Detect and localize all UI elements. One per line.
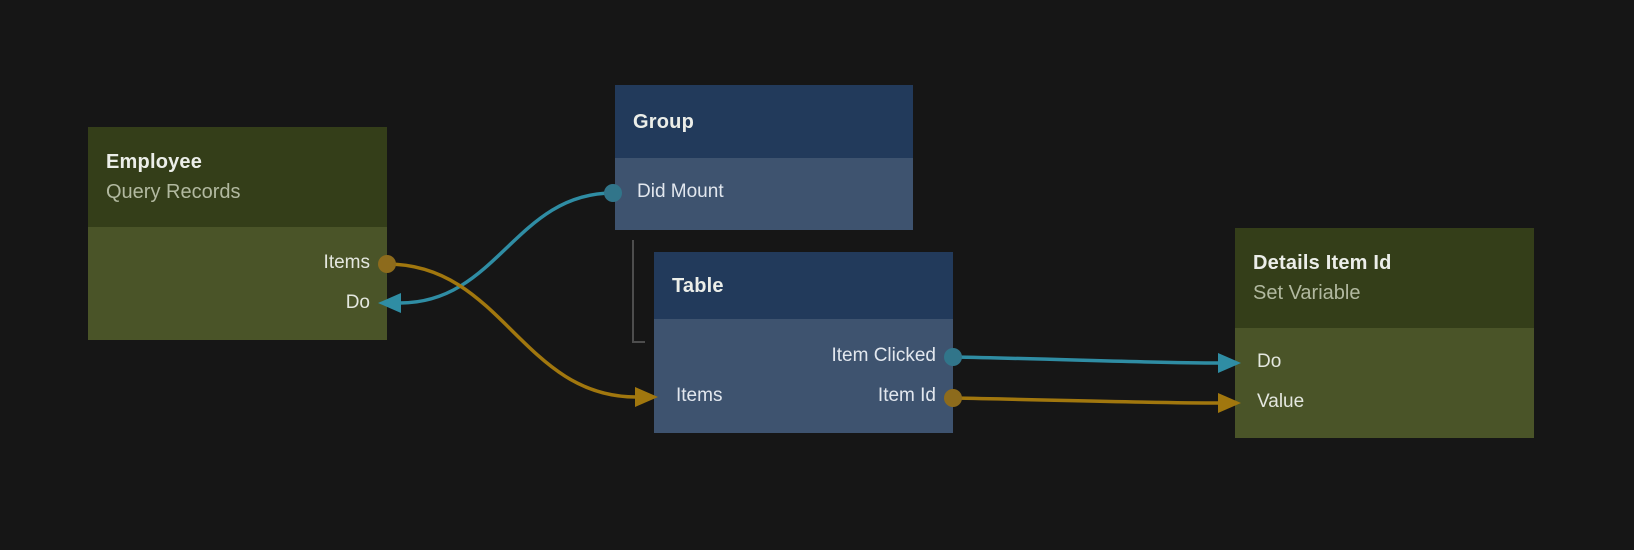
node-table-body: Item Clicked Items Item Id <box>654 319 953 433</box>
wire-employee-items-to-table-items[interactable] <box>385 262 638 399</box>
port-details-value-input[interactable]: Value <box>1235 382 1534 422</box>
wire-did-mount-to-employee-do[interactable] <box>398 191 615 305</box>
port-label: Item Clicked <box>831 345 936 366</box>
group-table-child-connector <box>632 240 645 343</box>
node-details-item-id[interactable]: Details Item Id Set Variable Do Value <box>1235 228 1534 438</box>
wire-item-id-to-details-value[interactable] <box>951 396 1222 405</box>
port-label: Value <box>1257 391 1305 412</box>
port-employee-do-input[interactable]: Do <box>88 283 387 323</box>
port-employee-items-output[interactable]: Items <box>88 243 387 283</box>
node-details-body: Do Value <box>1235 328 1534 438</box>
node-group-header[interactable]: Group <box>615 85 913 158</box>
node-employee[interactable]: Employee Query Records Items Do <box>88 127 387 340</box>
node-table-header[interactable]: Table <box>654 252 953 319</box>
node-title: Table <box>672 274 724 297</box>
port-table-items-and-item-id[interactable]: Items Item Id <box>654 376 953 416</box>
node-table[interactable]: Table Item Clicked Items Item Id <box>654 252 953 433</box>
node-details-header[interactable]: Details Item Id Set Variable <box>1235 228 1534 328</box>
port-label: Do <box>345 292 370 313</box>
node-employee-body: Items Do <box>88 227 387 340</box>
node-title: Group <box>633 110 694 133</box>
port-label: Items <box>323 252 370 273</box>
node-group[interactable]: Group Did Mount <box>615 85 913 230</box>
port-label: Do <box>1257 351 1282 372</box>
wire-item-clicked-to-details-do[interactable] <box>951 355 1222 365</box>
port-table-item-clicked-output[interactable]: Item Clicked <box>654 336 953 376</box>
port-table-item-id-output-label: Item Id <box>877 385 936 406</box>
node-employee-header[interactable]: Employee Query Records <box>88 127 387 227</box>
port-table-items-input-label: Items <box>676 385 723 406</box>
node-subtitle: Set Variable <box>1253 282 1361 304</box>
port-label: Did Mount <box>637 181 724 202</box>
port-details-do-input[interactable]: Do <box>1235 342 1534 382</box>
node-title: Details Item Id <box>1253 252 1392 274</box>
port-group-did-mount-output[interactable]: Did Mount <box>615 172 913 212</box>
node-subtitle: Query Records <box>106 181 241 203</box>
node-title: Employee <box>106 151 203 173</box>
node-group-body: Did Mount <box>615 158 913 230</box>
